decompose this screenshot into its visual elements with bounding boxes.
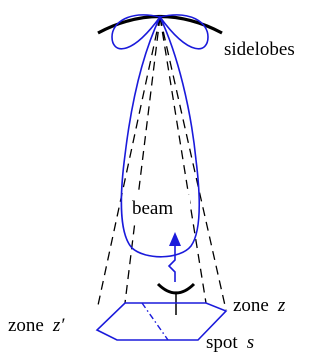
zone-z-prefix: zone: [233, 295, 269, 316]
signal-arrowhead: [169, 232, 181, 246]
sidelobe-right: [158, 14, 209, 50]
cone-edge-right-1: [159, 16, 207, 304]
cone-edge-right-2: [159, 16, 227, 311]
signal-squiggle: [167, 245, 176, 282]
spot-prefix: spot: [206, 332, 238, 353]
beam-label: beam: [132, 198, 173, 219]
sidelobe-left: [111, 14, 162, 50]
zone-z-prime-prefix: zone: [8, 315, 44, 336]
zone-z-var: z: [277, 295, 286, 316]
main-beam-lobe: [120, 15, 201, 258]
ground-footprint-hexagon: [95, 302, 228, 341]
cone-edge-left-1: [96, 16, 161, 311]
cone-edge-left-2: [124, 16, 161, 304]
zone-z-prime-label: zone z′: [8, 315, 65, 336]
beam-label-bg: [128, 195, 190, 221]
spot-var: s: [247, 332, 254, 353]
sidelobes-label: sidelobes: [224, 39, 295, 60]
zone-divider: [141, 302, 169, 341]
zone-z-prime-var: z′: [52, 315, 65, 336]
zone-z-label: zone z: [233, 295, 286, 316]
receiver-arc: [156, 282, 196, 295]
spot-s-label: spot s: [206, 332, 254, 353]
